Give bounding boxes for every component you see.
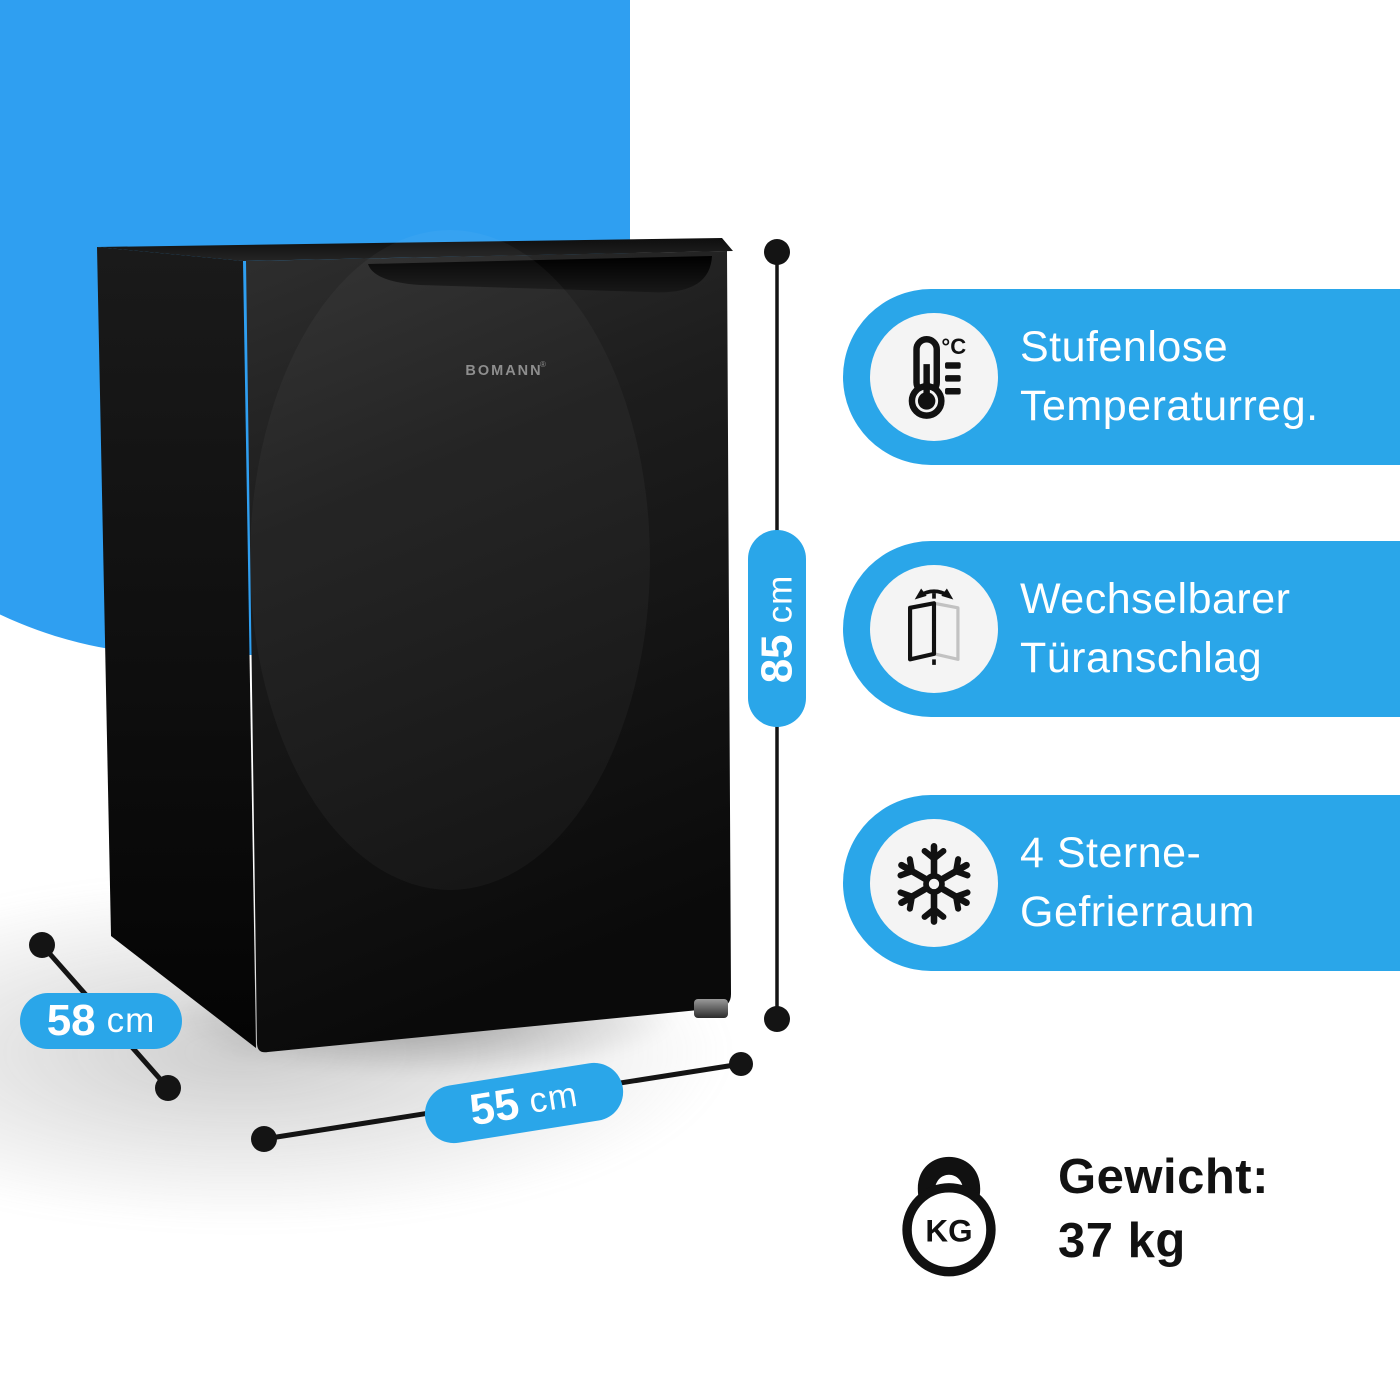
kettlebell-icon: KG	[902, 1156, 996, 1277]
weight-info: KG Gewicht: 37 kg	[891, 1127, 1269, 1279]
brand-logo: BOMANN	[465, 363, 542, 379]
depth-value: 58	[46, 996, 96, 1045]
weight-text: Gewicht: 37 kg	[1058, 1145, 1269, 1273]
feature-line-1: Stufenlose	[1020, 323, 1229, 371]
feature-text: Stufenlose Temperaturreg.	[1020, 318, 1319, 436]
feature-icon-circle	[870, 565, 998, 693]
celsius-label: °C	[941, 334, 966, 359]
feature-line-2: Gefrierraum	[1020, 888, 1255, 936]
thermometer-icon: °C	[908, 334, 966, 419]
kg-label: KG	[925, 1213, 972, 1248]
feature-line-1: 4 Sterne-	[1020, 829, 1202, 877]
weight-value: 37 kg	[1058, 1214, 1186, 1268]
height-unit: cm	[760, 574, 800, 623]
height-dimension-pill: 85 cm	[748, 530, 806, 727]
depth-dimension-line	[29, 932, 181, 1101]
door-handle-recess	[368, 256, 712, 293]
feature-banner-freezer: 4 Sterne- Gefrierraum	[843, 795, 1400, 971]
width-value: 55	[466, 1079, 523, 1136]
height-value: 85	[752, 633, 802, 683]
brand-registered-mark: ®	[540, 360, 546, 369]
snowflake-icon	[897, 843, 971, 925]
feature-icon-circle: °C	[870, 313, 998, 441]
width-unit: cm	[526, 1074, 581, 1121]
weight-label: Gewicht:	[1058, 1150, 1269, 1204]
depth-unit: cm	[106, 1001, 156, 1040]
door-swing-icon	[908, 588, 960, 670]
fridge-body: BOMANN ®	[97, 238, 733, 1053]
feature-line-2: Türanschlag	[1020, 634, 1263, 682]
depth-dimension-pill: 58 cm	[20, 993, 182, 1049]
height-dimension-text: 85 cm	[752, 574, 802, 683]
feature-text: Wechselbarer Türanschlag	[1020, 570, 1291, 688]
feature-line-1: Wechselbarer	[1020, 575, 1291, 623]
feature-icon-circle	[870, 819, 998, 947]
feature-line-2: Temperaturreg.	[1020, 382, 1319, 430]
fridge-foot	[694, 999, 728, 1018]
feature-banner-temperature: °C Stufenlose Temperaturreg.	[843, 289, 1400, 465]
feature-text: 4 Sterne- Gefrierraum	[1020, 824, 1255, 942]
feature-banner-door-hinge: Wechselbarer Türanschlag	[843, 541, 1400, 717]
